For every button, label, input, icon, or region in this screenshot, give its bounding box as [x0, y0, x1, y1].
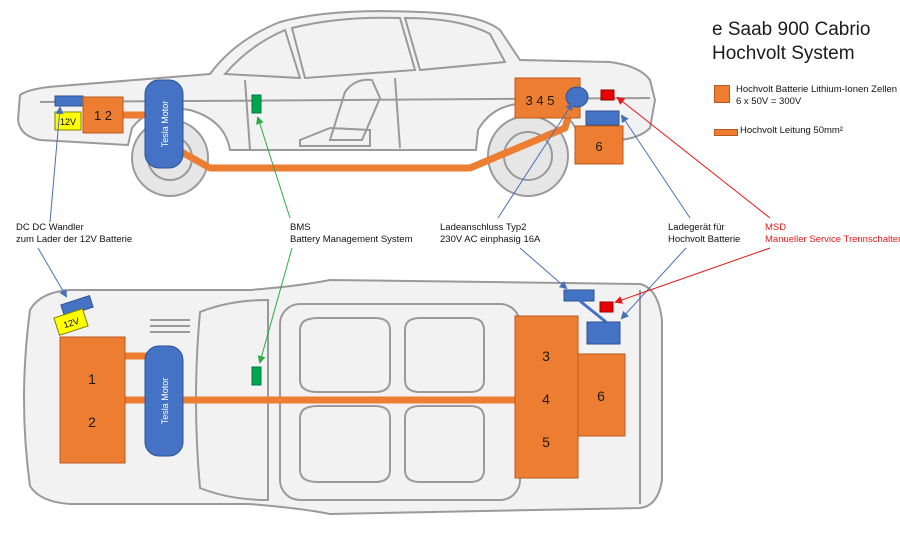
label-dcdc-line-1: DC DC Wandler [16, 222, 84, 233]
top-battery-pack-6 [577, 353, 626, 437]
charge-port-arrow-down [519, 247, 568, 290]
msd-arrow-down [614, 247, 771, 304]
legend-battery-line-2: 6 x 50V = 300V [736, 96, 802, 107]
side-window-rear [403, 16, 507, 72]
side-window-front [222, 28, 302, 80]
side-seat [299, 78, 382, 147]
top-cell4-label: 4 [542, 391, 550, 407]
top-msd [599, 301, 614, 313]
charge-port-arrow-up [497, 102, 574, 219]
label-charge-port-line-2: 230V AC einphasig 16A [440, 234, 541, 245]
legend-cable-label: Hochvolt Leitung 50mm² [740, 125, 843, 136]
charger-arrow-down [620, 247, 687, 320]
label-msd-line-2: Manueller Service Trennschalter [765, 234, 900, 245]
top-seat-rear-right [404, 405, 485, 483]
top-cell2-label: 2 [88, 414, 96, 430]
legend-battery-text: Hochvolt Batterie Lithium-Ionen Zellen 6… [736, 84, 897, 108]
top-charge-port [563, 289, 595, 302]
top-components: 12V 1 2 Tesla Motor 3 4 5 6 [53, 289, 626, 479]
top-seat-rear-left [404, 317, 485, 393]
label-charger-line-2: Hochvolt Batterie [668, 234, 741, 245]
side-pack6-label: 6 [595, 139, 602, 154]
label-msd: MSD Manueller Service Trennschalter [765, 222, 900, 246]
label-charge-port: Ladeanschluss Typ2 230V AC einphasig 16A [440, 222, 540, 246]
side-msd [600, 89, 615, 101]
side-door-line [244, 79, 251, 151]
top-bms [251, 366, 262, 386]
label-bms-line-1: BMS [290, 222, 311, 233]
side-charger [585, 110, 620, 126]
side-motor-label: Tesla Motor [160, 101, 170, 148]
side-front-battery-pack [82, 96, 124, 134]
legend-cable-swatch [714, 129, 738, 136]
label-dcdc: DC DC Wandler zum Lader der 12V Batterie [16, 222, 132, 246]
bms-arrow-up [256, 116, 291, 219]
top-12v-label: 12V [62, 316, 80, 330]
top-front-battery-pack [59, 336, 126, 464]
side-door-line-rear [394, 77, 401, 149]
dcdc-arrow-up [49, 106, 64, 223]
top-rear-battery-pack [514, 315, 579, 479]
top-charger [586, 321, 621, 345]
side-battery-pack-6 [574, 125, 624, 165]
callout-arrows [37, 96, 771, 364]
top-tesla-motor [144, 345, 184, 457]
top-cell1-label: 1 [88, 371, 96, 387]
side-12v-label: 12V [60, 117, 76, 127]
label-charger: Ladegerät für Hochvolt Batterie [668, 222, 740, 246]
side-12v-battery [54, 111, 82, 131]
side-bms [251, 94, 262, 114]
legend-cable-text: Hochvolt Leitung 50mm² [740, 125, 843, 137]
top-cell3-label: 3 [542, 348, 550, 364]
top-hood-vents [150, 319, 190, 333]
top-cell6-label: 6 [597, 388, 605, 404]
dcdc-arrow-down [37, 247, 68, 298]
bms-arrow-down [257, 247, 293, 364]
label-dcdc-line-2: zum Lader der 12V Batterie [16, 234, 133, 245]
side-tesla-motor [144, 79, 184, 169]
diagram-title: e Saab 900 Cabrio Hochvolt System [712, 18, 870, 66]
side-window-main [290, 16, 417, 80]
title-line-1: e Saab 900 Cabrio [712, 19, 871, 40]
top-motor-label: Tesla Motor [160, 378, 170, 425]
legend-battery-swatch [714, 85, 730, 103]
side-rear-pack-label: 3 4 5 [526, 93, 555, 108]
top-12v-battery [53, 308, 89, 336]
top-windshield [195, 298, 269, 502]
side-charge-port [565, 86, 589, 108]
side-dcdc-converter [54, 95, 84, 107]
label-msd-line-1: MSD [765, 222, 787, 233]
top-charge-cable [579, 299, 607, 324]
side-components: 12V 1 2 Tesla Motor 3 4 5 6 [54, 77, 624, 169]
title-line-2: Hochvolt System [712, 43, 855, 64]
top-cell5-label: 5 [542, 434, 550, 450]
label-bms: BMS Battery Management System [290, 222, 413, 246]
msd-arrow-up [616, 96, 771, 219]
label-charge-port-line-1: Ladeanschluss Typ2 [440, 222, 527, 233]
side-front-pack-label: 1 2 [94, 108, 112, 123]
top-seat-front-left [299, 317, 391, 393]
label-bms-line-2: Battery Management System [290, 234, 413, 245]
top-seat-front-right [299, 405, 391, 483]
charger-arrow-up [620, 114, 691, 219]
legend-battery-line-1: Hochvolt Batterie Lithium-Ionen Zellen [736, 84, 898, 95]
label-charger-line-1: Ladegerät für [668, 222, 725, 233]
